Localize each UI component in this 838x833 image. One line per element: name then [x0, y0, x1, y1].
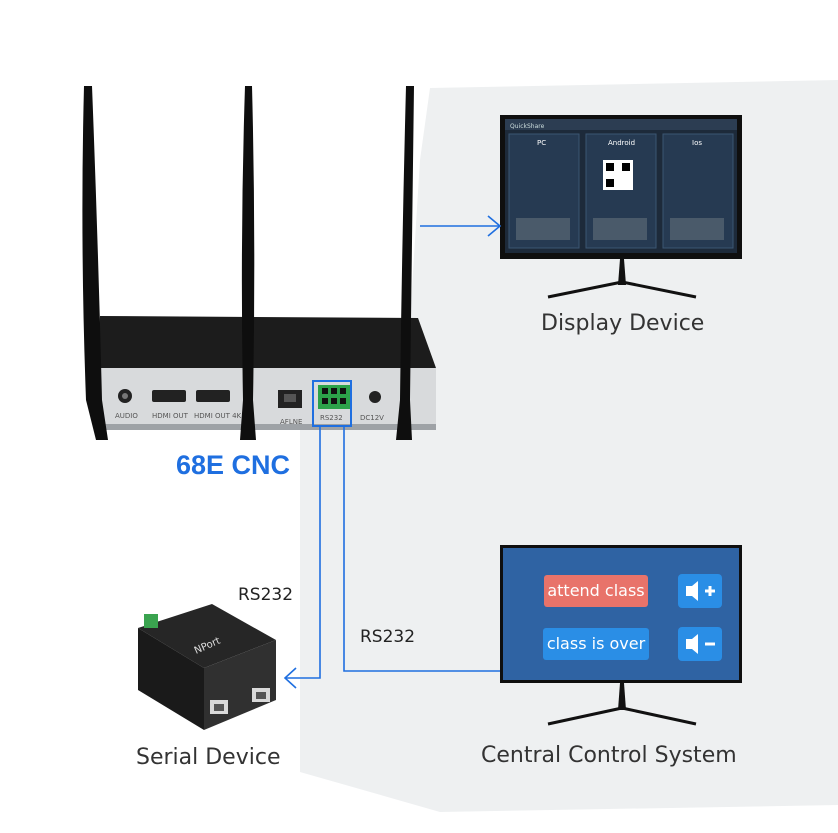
attend-class-button[interactable]: attend class: [544, 575, 648, 607]
display-device-label: Display Device: [541, 311, 705, 336]
arrow-to-display-icon: [487, 215, 502, 237]
class-is-over-button[interactable]: class is over: [543, 628, 649, 660]
arrow-to-serial-icon: [283, 667, 297, 689]
central-control-label: Central Control System: [481, 743, 737, 768]
serial-device-label: Serial Device: [136, 745, 281, 770]
screen-col-pc: PC: [537, 139, 546, 147]
svg-text:RS232: RS232: [320, 414, 343, 422]
port-audio-label: AUDIO: [115, 412, 138, 420]
screen-col-android: Android: [608, 139, 635, 147]
svg-text:DC12V: DC12V: [360, 414, 384, 422]
svg-text:HDMI OUT 4K: HDMI OUT 4K: [194, 412, 242, 420]
volume-down-icon[interactable]: [678, 627, 722, 661]
rs232-central-label: RS232: [360, 627, 416, 647]
screen-brand: QuickShare: [510, 123, 545, 130]
device-name: 68E CNC: [176, 450, 291, 480]
link-to-central: [343, 426, 500, 672]
rs232-serial-label: RS232: [238, 585, 294, 605]
screen-col-ios: Ios: [692, 139, 702, 147]
svg-text:HDMI OUT: HDMI OUT: [152, 412, 189, 420]
link-to-serial: [285, 426, 321, 679]
volume-up-icon[interactable]: [678, 574, 722, 608]
svg-text:AFLNE: AFLNE: [280, 418, 302, 426]
